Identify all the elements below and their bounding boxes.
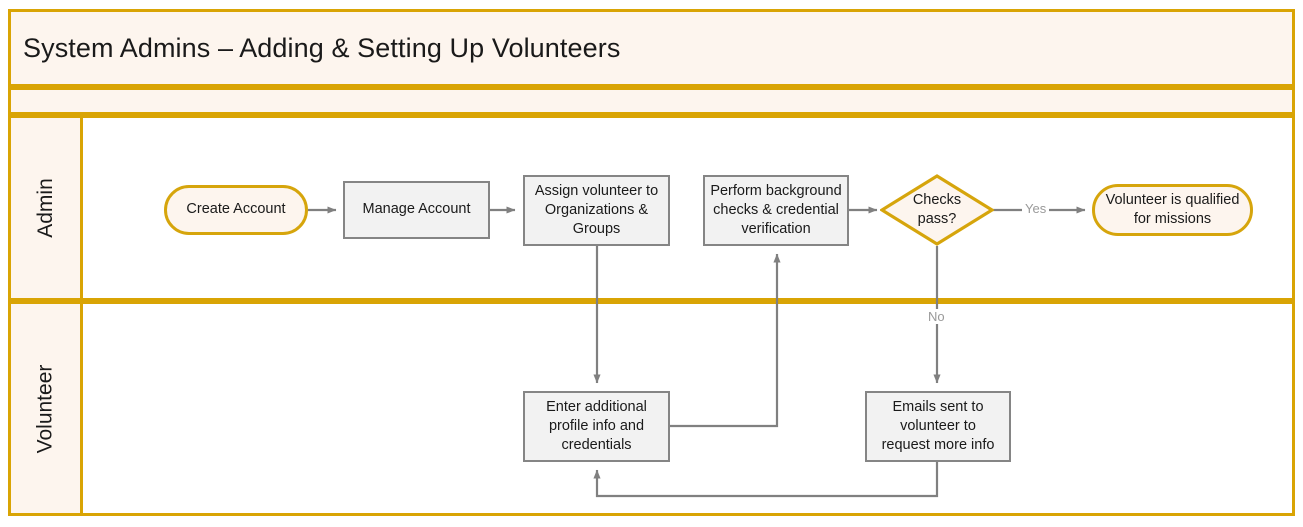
diagram-title: System Admins – Adding & Setting Up Volu… [23,32,621,63]
node-enter-profile-info-label-line2: profile info and [548,417,645,434]
node-create-account[interactable]: Create Account [164,185,308,235]
node-create-account-label: Create Account [186,201,286,218]
node-assign-volunteer-label-line2: Organizations & [544,201,649,218]
diagram-title-row: System Admins – Adding & Setting Up Volu… [8,9,1295,87]
node-assign-volunteer[interactable]: Assign volunteer to Organizations & Grou… [523,175,670,246]
node-volunteer-qualified-label-line1: Volunteer is qualified [1105,191,1240,208]
node-emails-sent-label-line2: volunteer to [900,417,976,434]
node-volunteer-qualified-label-line2: for missions [1133,211,1212,227]
edge-label-no: No [925,309,948,324]
node-manage-account[interactable]: Manage Account [343,181,490,239]
node-background-checks-label-line1: Perform background [710,182,842,199]
node-background-checks[interactable]: Perform background checks & credential v… [703,175,849,246]
header-spacer-row [8,87,1295,115]
node-checks-pass-label-line2: pass? [917,211,957,227]
node-emails-sent[interactable]: Emails sent to volunteer to request more… [865,391,1011,462]
lane-header-admin: Admin [11,118,83,298]
node-enter-profile-info-label-line3: credentials [561,437,632,454]
lane-header-volunteer: Volunteer [11,304,83,513]
node-manage-account-label: Manage Account [362,201,471,218]
node-emails-sent-label-line3: request more info [881,437,995,454]
node-checks-pass-label-line1: Checks [912,191,962,208]
node-enter-profile-info-label-line1: Enter additional [546,398,647,415]
node-checks-pass[interactable]: Checks pass? [880,174,994,246]
node-volunteer-qualified[interactable]: Volunteer is qualified for missions [1092,184,1253,236]
node-background-checks-label-line3: verification [741,221,811,238]
node-background-checks-label-line2: checks & credential [713,201,839,218]
decision-diamond-shape [880,174,994,246]
node-assign-volunteer-label-line3: Groups [572,221,621,238]
node-emails-sent-label-line1: Emails sent to [892,398,984,415]
edge-emails-to-enter-info [593,461,939,498]
edge-label-yes: Yes [1022,201,1050,216]
edge-enter-info-to-background [670,253,781,428]
node-assign-volunteer-label-line1: Assign volunteer to [534,182,659,199]
node-enter-profile-info[interactable]: Enter additional profile info and creden… [523,391,670,462]
